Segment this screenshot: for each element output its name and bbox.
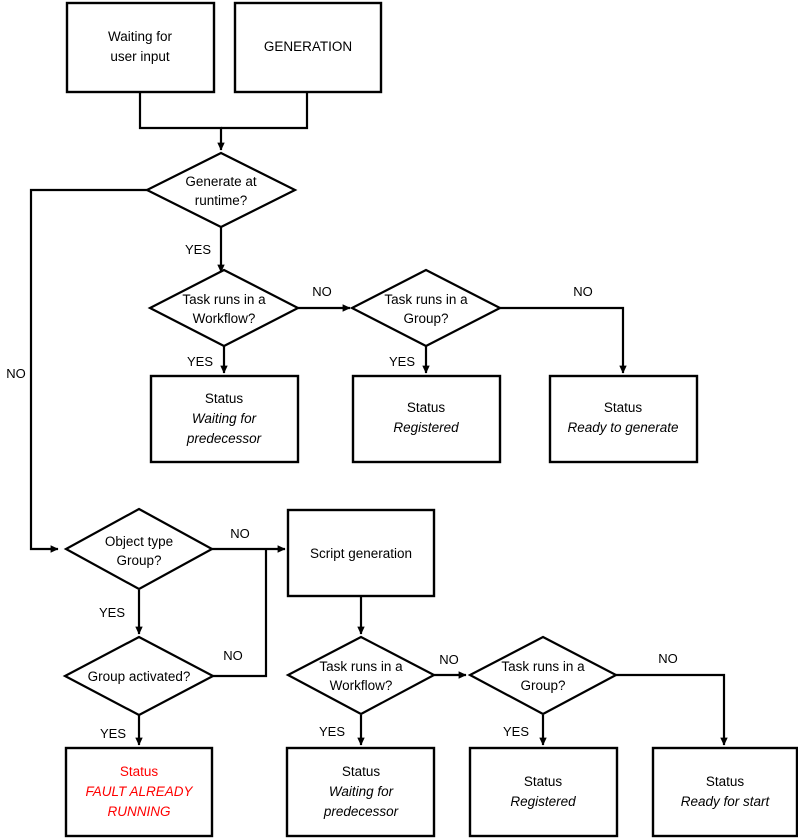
node-task-runs-in-workflow-bottom[interactable]: Task runs in a Workflow?: [285, 635, 437, 716]
edge-label-workflow-bottom-yes: YES: [319, 724, 345, 739]
node-label-line: Workflow?: [193, 311, 256, 326]
edge-label-group-bottom-yes: YES: [503, 724, 529, 739]
node-object-type-group[interactable]: Object type Group?: [63, 507, 215, 591]
node-label-line: Task runs in a: [319, 659, 403, 674]
node-label-line: Script generation: [310, 546, 412, 561]
edge-label-workflow-top-yes: YES: [187, 354, 213, 369]
node-label-line: Status: [407, 400, 446, 415]
node-label-line: Registered: [393, 420, 459, 435]
node-label-line: RUNNING: [108, 804, 171, 819]
node-label-line: FAULT ALREADY: [85, 784, 193, 799]
edge-runtime-no: [29, 188, 148, 553]
node-task-runs-in-workflow-top[interactable]: Task runs in a Workflow?: [147, 268, 301, 348]
node-label-line: Status: [524, 774, 563, 789]
node-task-runs-in-group-bottom[interactable]: Task runs in a Group?: [467, 635, 619, 716]
node-label-line: Task runs in a: [501, 659, 585, 674]
node-label-line: Ready for start: [681, 794, 771, 809]
node-generate-at-runtime[interactable]: Generate at runtime?: [144, 151, 298, 229]
node-status-ready-for-start[interactable]: Status Ready for start: [651, 746, 798, 838]
node-label-line: Object type: [105, 534, 173, 549]
node-label-line: runtime?: [195, 193, 248, 208]
node-label-line: Status: [604, 400, 643, 415]
edge-label-layer: YES NO YES NO YES NO NO YES NO YES YES N…: [6, 242, 678, 741]
edge-group-bottom-no: [616, 673, 728, 746]
node-generation[interactable]: GENERATION: [233, 1, 383, 94]
node-group-activated[interactable]: Group activated?: [62, 635, 216, 717]
node-label-line: Group?: [403, 311, 448, 326]
edge-label-group-top-yes: YES: [389, 354, 415, 369]
edge-generation-to-decision: [221, 92, 309, 130]
node-label-line: Status: [342, 764, 381, 779]
node-label-line: predecessor: [323, 804, 399, 819]
node-status-waiting-for-predecessor-top[interactable]: Status Waiting for predecessor: [149, 374, 300, 464]
node-label-line: Waiting for: [329, 784, 394, 799]
node-label-line: Status: [120, 764, 159, 779]
node-label-line: Generate at: [185, 174, 257, 189]
node-label-line: Workflow?: [330, 678, 393, 693]
node-label-line: Status: [205, 391, 244, 406]
node-label-line: Ready to generate: [567, 420, 678, 435]
edge-label-workflow-top-no: NO: [312, 284, 332, 299]
edge-label-groupactivated-yes: YES: [100, 726, 126, 741]
edge-label-objecttype-no: NO: [230, 526, 250, 541]
edge-label-workflow-bottom-no: NO: [439, 652, 459, 667]
node-task-runs-in-group-top[interactable]: Task runs in a Group?: [349, 268, 503, 348]
node-label-line: Registered: [510, 794, 576, 809]
node-label-line: user input: [110, 49, 170, 64]
node-label-line: Task runs in a: [182, 292, 266, 307]
edge-label-objecttype-yes: YES: [99, 605, 125, 620]
edge-layer: [29, 92, 728, 746]
edge-label-group-bottom-no: NO: [658, 651, 678, 666]
node-label-line: Status: [706, 774, 745, 789]
node-label-line: Task runs in a: [384, 292, 468, 307]
node-label-line: GENERATION: [264, 39, 352, 54]
edge-label-group-top-no: NO: [573, 284, 593, 299]
node-status-registered-top[interactable]: Status Registered: [351, 374, 502, 464]
edge-label-runtime-yes: YES: [185, 242, 211, 257]
node-script-generation[interactable]: Script generation: [286, 508, 436, 598]
edge-label-groupactivated-no: NO: [223, 648, 243, 663]
node-label-line: Group?: [116, 553, 161, 568]
node-status-ready-to-generate[interactable]: Status Ready to generate: [548, 374, 699, 464]
node-waiting-for-user-input[interactable]: Waiting for user input: [65, 1, 216, 94]
node-status-registered-bottom[interactable]: Status Registered: [468, 746, 619, 838]
node-label-line: predecessor: [186, 431, 262, 446]
edge-groupactivated-no: [213, 549, 268, 678]
node-label-line: Waiting for: [192, 411, 257, 426]
node-label-line: Group activated?: [88, 669, 191, 684]
node-label-line: Group?: [520, 678, 565, 693]
edge-group-top-no: [500, 306, 627, 374]
node-status-waiting-for-predecessor-bottom[interactable]: Status Waiting for predecessor: [285, 746, 436, 838]
edge-waiting-to-decision: [138, 92, 225, 151]
node-label-line: Waiting for: [108, 29, 173, 44]
node-status-fault-already-running[interactable]: Status FAULT ALREADY RUNNING: [64, 746, 214, 838]
edge-label-runtime-no: NO: [6, 366, 26, 381]
